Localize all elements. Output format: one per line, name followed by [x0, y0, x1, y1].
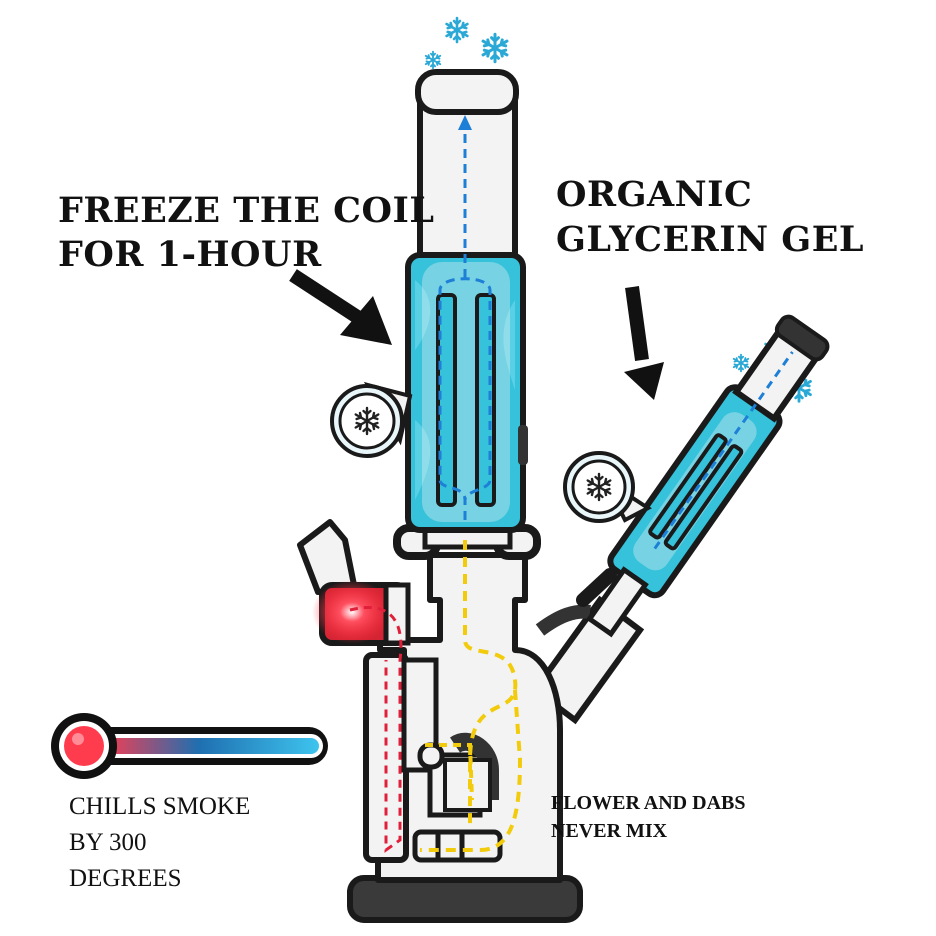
- freeze-label-line2: FOR 1-HOUR: [58, 234, 322, 275]
- freeze-label-line1: FREEZE THE COIL: [58, 190, 435, 231]
- arrow-icon: [289, 269, 392, 345]
- gel-label-line2: GLYCERIN GEL: [556, 219, 864, 260]
- mix-label-line2: NEVER MIX: [551, 820, 668, 842]
- snowflake-icon: [424, 50, 442, 70]
- snowflake-icon: [445, 16, 469, 44]
- dab-nail-bowl: [297, 519, 358, 595]
- bong-base: [347, 875, 583, 923]
- dab-smoke-path: [349, 605, 403, 853]
- gel-label-line1: ORGANIC: [556, 174, 753, 215]
- flower-smoke-path: [420, 540, 523, 852]
- glycerin-coil: [586, 314, 830, 638]
- snowflake-icon: [481, 32, 509, 64]
- arrow-icon: [624, 286, 664, 400]
- chills-label-line1: CHILLS SMOKE: [69, 793, 251, 820]
- coil-mouthpiece: [415, 69, 519, 115]
- snowflake-icon: [732, 353, 750, 373]
- mix-label-line1: FLOWER AND DABS: [551, 792, 746, 814]
- snowflake-icon: [563, 451, 652, 523]
- snowflake-icon: [330, 381, 413, 458]
- chills-label-line3: DEGREES: [69, 865, 182, 892]
- chills-label-line2: BY 300: [69, 829, 147, 856]
- thermometer-icon: [51, 713, 328, 779]
